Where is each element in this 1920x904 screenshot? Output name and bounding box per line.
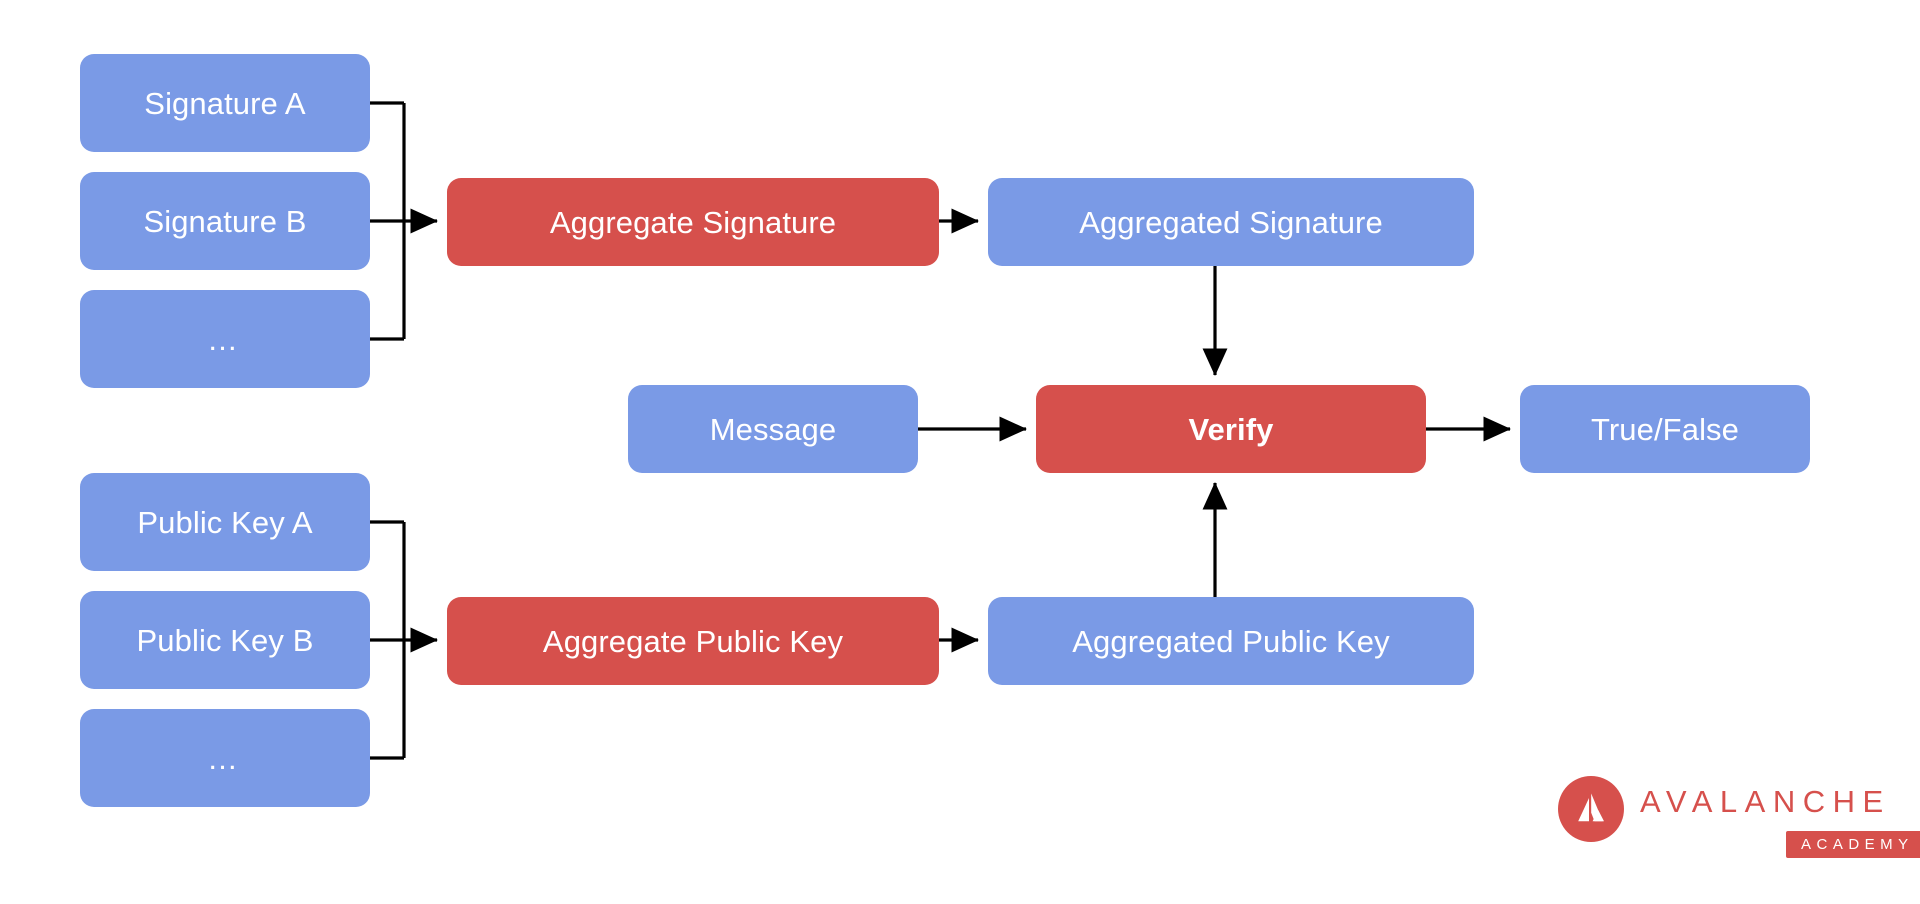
edge-public-key-bracket xyxy=(370,520,438,760)
node-aggregate-public-key[interactable]: Aggregate Public Key xyxy=(447,597,939,685)
node-label: Verify xyxy=(1188,411,1274,447)
node-label: … xyxy=(207,321,243,357)
node-signature-more[interactable]: … xyxy=(80,290,370,388)
node-signature-a[interactable]: Signature A xyxy=(80,54,370,152)
node-public-key-a[interactable]: Public Key A xyxy=(80,473,370,571)
node-aggregated-public-key[interactable]: Aggregated Public Key xyxy=(988,597,1474,685)
node-label: True/False xyxy=(1590,411,1739,447)
node-public-key-more[interactable]: … xyxy=(80,709,370,807)
node-true-false[interactable]: True/False xyxy=(1520,385,1810,473)
logo-academy-badge: ACADEMY xyxy=(1786,831,1920,858)
node-message[interactable]: Message xyxy=(628,385,918,473)
node-label: Aggregated Signature xyxy=(1079,204,1383,240)
avalanche-academy-logo: AVALANCHE ACADEMY xyxy=(1558,776,1920,866)
edge-signature-bracket xyxy=(370,101,438,341)
logo-wordmark: AVALANCHE xyxy=(1640,784,1891,819)
node-public-key-b[interactable]: Public Key B xyxy=(80,591,370,689)
node-aggregate-signature[interactable]: Aggregate Signature xyxy=(447,178,939,266)
node-label: Signature A xyxy=(144,85,306,121)
node-verify[interactable]: Verify xyxy=(1036,385,1426,473)
node-label: Aggregate Signature xyxy=(549,204,837,240)
node-label: Signature B xyxy=(143,203,307,239)
node-label: Aggregate Public Key xyxy=(542,623,844,659)
node-label: Message xyxy=(709,411,837,447)
node-label: … xyxy=(207,740,243,776)
node-aggregated-signature[interactable]: Aggregated Signature xyxy=(988,178,1474,266)
avalanche-mark-icon xyxy=(1558,776,1624,842)
node-label: Public Key A xyxy=(137,504,313,540)
node-signature-b[interactable]: Signature B xyxy=(80,172,370,270)
node-label: Public Key B xyxy=(136,622,314,658)
node-label: Aggregated Public Key xyxy=(1072,623,1390,659)
